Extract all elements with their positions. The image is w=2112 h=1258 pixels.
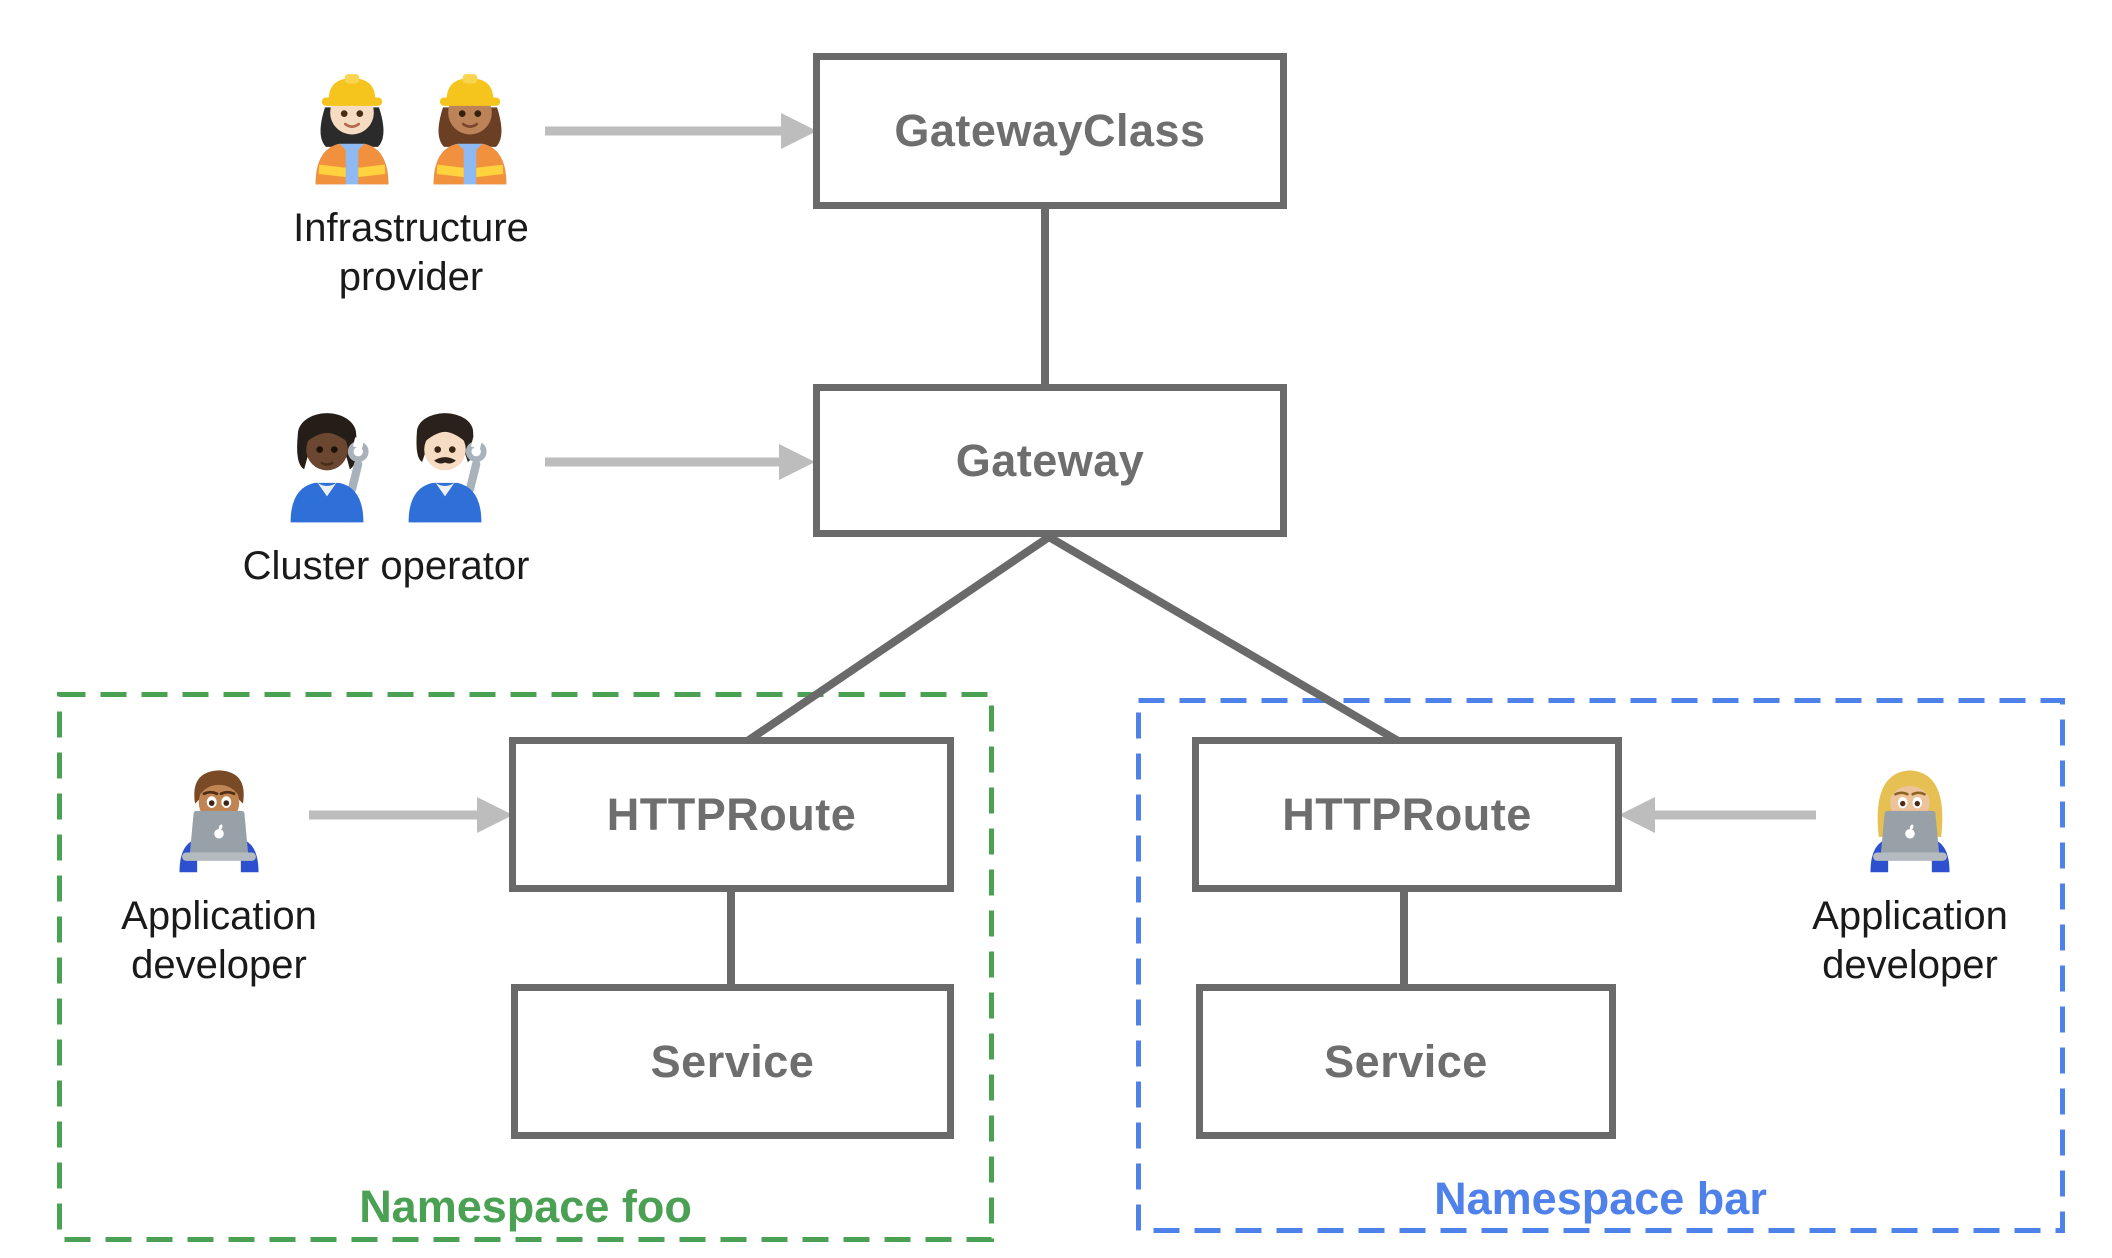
namespace-foo-label: Namespace foo — [359, 1181, 692, 1232]
man-mechanic-light-emoji — [408, 413, 487, 523]
node-service-foo: Service — [511, 984, 954, 1139]
persona-infrastructure-provider: Infrastructure provider — [251, 56, 571, 302]
edges — [727, 209, 1408, 986]
node-service-foo-label: Service — [650, 1035, 815, 1087]
arrowhead-httproute-foo — [477, 797, 513, 833]
persona-cluster-operator: Cluster operator — [226, 394, 546, 591]
node-httproute-bar-label: HTTPRoute — [1282, 788, 1532, 840]
node-gatewayclass: GatewayClass — [813, 53, 1287, 209]
cluster-operator-icons — [275, 394, 497, 528]
application-developer-bar-label: Application developer — [1812, 894, 2008, 987]
node-httproute-foo: HTTPRoute — [509, 737, 954, 892]
namespace-bar-boundary — [1136, 698, 2065, 1233]
edge-gateway-httproute-foo — [743, 533, 1052, 746]
arrowhead-httproute-bar — [1619, 797, 1655, 833]
node-service-bar-label: Service — [1324, 1035, 1488, 1087]
arrowhead-gateway — [779, 444, 815, 480]
node-gateway: Gateway — [813, 384, 1287, 537]
woman-construction-worker-light-emoji — [315, 74, 389, 185]
edge-gateway-httproute-bar — [1046, 533, 1403, 746]
woman-technologist-blond-emoji — [1870, 770, 1950, 873]
cluster-operator-label: Cluster operator — [242, 544, 530, 588]
mechanic-dark-emoji — [290, 413, 369, 523]
persona-arrows — [309, 113, 1816, 833]
infrastructure-provider-icons — [300, 56, 522, 190]
man-technologist-medium-emoji — [179, 770, 259, 873]
application-developer-foo-label: Application developer — [121, 894, 317, 987]
application-developer-foo-icons — [167, 748, 271, 878]
node-httproute-foo-label: HTTPRoute — [606, 788, 857, 840]
node-service-bar: Service — [1196, 984, 1616, 1139]
application-developer-bar-icons — [1858, 748, 1962, 878]
node-gateway-label: Gateway — [955, 434, 1145, 486]
namespace-foo-boundary — [57, 692, 994, 1242]
node-gatewayclass-label: GatewayClass — [894, 105, 1206, 156]
persona-application-developer-bar: Application developer — [1790, 748, 2030, 990]
namespace-bar-label: Namespace bar — [1434, 1173, 1767, 1224]
arrowhead-gatewayclass — [781, 113, 817, 149]
node-httproute-bar: HTTPRoute — [1192, 737, 1622, 892]
persona-application-developer-foo: Application developer — [99, 748, 339, 990]
infrastructure-provider-label: Infrastructure provider — [293, 206, 529, 299]
woman-construction-worker-medium-emoji — [433, 74, 507, 185]
